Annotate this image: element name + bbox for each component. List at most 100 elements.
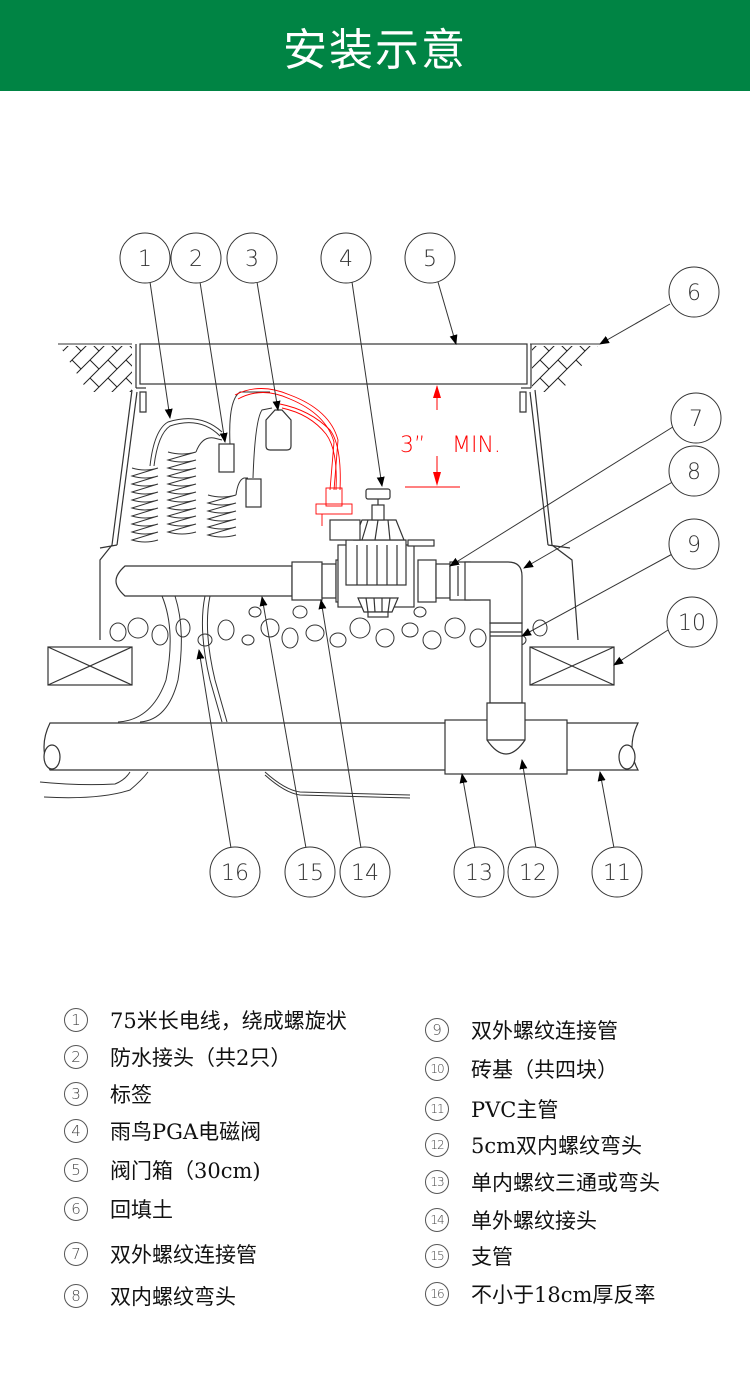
legend-label: 双内螺纹弯头 <box>110 1285 236 1309</box>
legend-label: 单内螺纹三通或弯头 <box>471 1171 660 1195</box>
gravel-layer <box>109 605 548 650</box>
svg-text:5: 5 <box>423 247 437 272</box>
svg-text:6: 6 <box>687 281 701 306</box>
leader-2 <box>199 281 228 443</box>
leader-14 <box>318 599 362 849</box>
legend-number-badge: 6 <box>64 1197 88 1221</box>
legend-item: 8 双内螺纹弯头 <box>64 1281 236 1311</box>
leader-6 <box>599 303 671 345</box>
min-clearance-dimension: 3” MIN. <box>400 385 501 488</box>
leader-8 <box>523 479 677 569</box>
legend-number-badge: 8 <box>64 1284 88 1308</box>
legend-number-badge: 12 <box>425 1133 449 1157</box>
callout-12: 12 <box>507 846 559 898</box>
legend-label: 防水接头（共2只） <box>110 1046 292 1070</box>
legend-number-badge: 13 <box>425 1170 449 1194</box>
legend-item: 9 双外螺纹连接管 <box>425 1015 618 1045</box>
svg-text:14: 14 <box>351 861 379 886</box>
legend-number-badge: 3 <box>64 1082 88 1106</box>
callout-13: 13 <box>453 846 505 898</box>
svg-text:7: 7 <box>689 407 703 432</box>
legend-item: 6 回填土 <box>64 1194 173 1224</box>
svg-text:3: 3 <box>245 247 259 272</box>
valve-box-lid <box>135 343 532 389</box>
legend-item: 5 阀门箱（30cm) <box>64 1155 261 1185</box>
legend-number-badge: 1 <box>64 1008 88 1032</box>
svg-text:8: 8 <box>687 460 701 485</box>
svg-text:4: 4 <box>339 247 353 272</box>
brick-base-right <box>529 646 615 686</box>
leader-3 <box>256 281 281 411</box>
callout-7: 7 <box>670 392 722 444</box>
legend-item: 2 防水接头（共2只） <box>64 1042 291 1072</box>
svg-text:13: 13 <box>465 861 493 886</box>
legend-item: 3 标签 <box>64 1079 152 1109</box>
leader-10 <box>613 629 669 666</box>
legend-label: 5cm双内螺纹弯头 <box>471 1134 643 1158</box>
legend-item: 7 双外螺纹连接管 <box>64 1239 257 1269</box>
legend-label: 双外螺纹连接管 <box>110 1243 257 1267</box>
legend-label: PVC主管 <box>471 1098 559 1122</box>
backfill-soil-right <box>530 343 600 392</box>
leader-9 <box>521 551 677 637</box>
legend-number-badge: 9 <box>425 1018 449 1042</box>
legend-number-badge: 16 <box>425 1282 449 1306</box>
callout-6: 6 <box>668 266 720 318</box>
svg-text:1: 1 <box>138 247 152 272</box>
legend-item: 14 单外螺纹接头 <box>425 1205 597 1235</box>
page-title: 安装示意 <box>283 24 467 76</box>
backfill-soil-left <box>58 343 132 392</box>
legend-label: 双外螺纹连接管 <box>471 1019 618 1043</box>
legend-label: 雨鸟PGA电磁阀 <box>110 1120 262 1144</box>
legend-number-badge: 7 <box>64 1242 88 1266</box>
legend-item: 1 75米长电线，绕成螺旋状 <box>64 1005 347 1035</box>
callout-10: 10 <box>666 596 718 648</box>
solenoid-wires <box>234 388 353 526</box>
svg-text:10: 10 <box>678 611 706 636</box>
installation-diagram: 3” MIN. 1 2 3 4 5 6 7 8 9 10 11 12 13 14 <box>0 91 750 971</box>
legend-item: 4 雨鸟PGA电磁阀 <box>64 1116 261 1146</box>
callout-14: 14 <box>339 846 391 898</box>
legend-number-badge: 5 <box>64 1158 88 1182</box>
valve-box-body <box>99 389 579 641</box>
legend-label: 标签 <box>110 1083 152 1107</box>
wires-lower <box>39 595 411 799</box>
legend-item: 13 单内螺纹三通或弯头 <box>425 1167 660 1197</box>
legend-label: 砖基（共四块） <box>471 1058 618 1082</box>
legend-item: 10 砖基（共四块） <box>425 1054 618 1084</box>
leader-7 <box>449 424 677 567</box>
legend-number-badge: 10 <box>425 1057 449 1081</box>
dimension-value: 3” <box>400 433 425 458</box>
leader-1 <box>149 281 173 419</box>
svg-text:2: 2 <box>189 247 203 272</box>
svg-text:15: 15 <box>296 861 324 886</box>
callout-1: 1 <box>119 232 171 284</box>
callout-9: 9 <box>668 518 720 570</box>
callout-2: 2 <box>170 232 222 284</box>
legend-number-badge: 11 <box>425 1097 449 1121</box>
svg-text:9: 9 <box>687 533 701 558</box>
legend-label: 75米长电线，绕成螺旋状 <box>110 1009 347 1033</box>
callout-3: 3 <box>226 232 278 284</box>
svg-text:12: 12 <box>519 861 547 886</box>
leader-13 <box>459 773 476 849</box>
callout-16: 16 <box>209 846 261 898</box>
outlet-fittings <box>417 559 523 624</box>
callout-4: 4 <box>320 232 372 284</box>
legend-label: 回填土 <box>110 1198 173 1222</box>
legend-number-badge: 4 <box>64 1119 88 1143</box>
legend-item: 15 支管 <box>425 1241 513 1271</box>
lateral-pipe <box>115 559 355 603</box>
legend-label: 单外螺纹接头 <box>471 1209 597 1233</box>
legend-label: 阀门箱（30cm) <box>110 1159 261 1183</box>
leader-12 <box>519 759 537 849</box>
callout-15: 15 <box>284 846 336 898</box>
solenoid-valve <box>329 488 435 618</box>
callout-8: 8 <box>668 445 720 497</box>
callout-11: 11 <box>591 846 643 898</box>
svg-text:16: 16 <box>221 861 249 886</box>
legend-number-badge: 14 <box>425 1208 449 1232</box>
elbow-fitting-5cm <box>486 622 526 755</box>
tag-label <box>265 409 292 451</box>
leader-16 <box>196 649 232 849</box>
